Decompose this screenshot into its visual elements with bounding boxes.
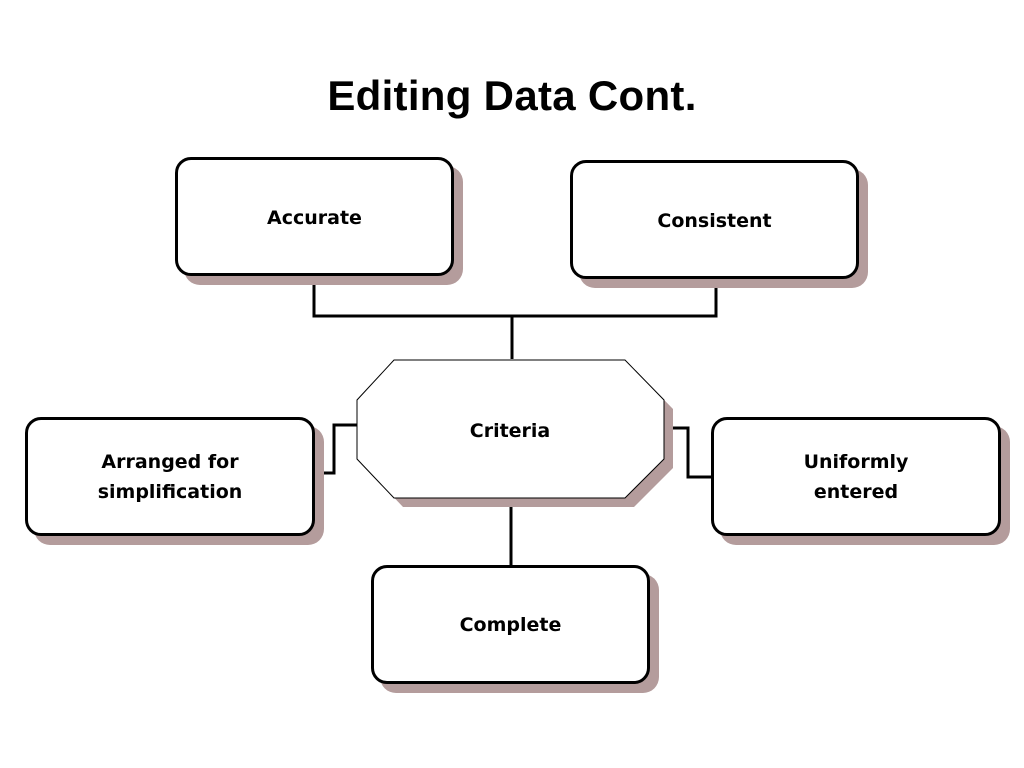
node-complete: Complete [371,565,650,684]
node-uniformly-line-2: entered [813,480,899,503]
criteria-label: Criteria [470,420,551,442]
node-consistent: Consistent [570,160,859,279]
node-arranged-line-2: simplification [97,480,243,503]
criteria-octagon [356,359,665,499]
node-accurate: Accurate [175,157,454,276]
node-arranged-for-simplification: Arranged for simplification [25,417,315,536]
node-uniformly-entered: Uniformly entered [711,417,1001,536]
node-accurate-label: Accurate [267,207,362,229]
node-uniformly-line-1: Uniformly [803,450,909,473]
connector-arranged [315,423,357,475]
node-complete-label: Complete [459,613,562,636]
connector-uniformly [664,426,711,479]
node-consistent-label: Consistent [657,210,772,232]
connector-accurate [312,276,512,318]
connector-consistent [512,279,718,318]
node-arranged-line-1: Arranged for [101,450,239,473]
slide-title: Editing Data Cont. [327,72,697,119]
